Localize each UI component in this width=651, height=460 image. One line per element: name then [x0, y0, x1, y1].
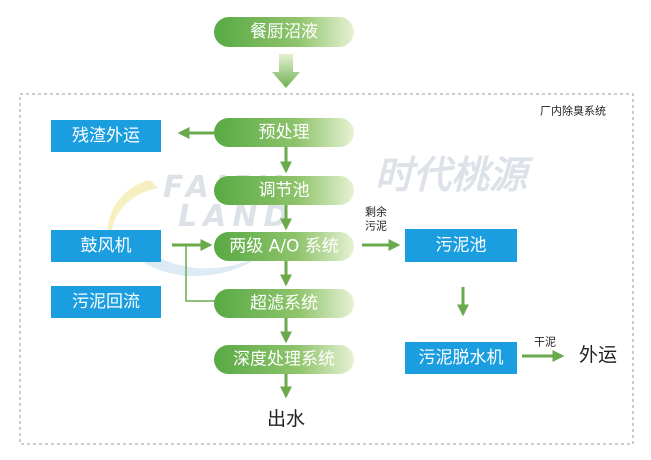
box-sludge-dewatering-label: 污泥脱水机	[419, 348, 504, 368]
node-input-label: 餐厨沼液	[250, 22, 318, 42]
node-equalization-label: 调节池	[259, 181, 310, 201]
edge-label-dry-sludge: 干泥	[534, 336, 556, 349]
plant-boundary	[19, 93, 634, 445]
node-ultrafiltration-label: 超滤系统	[250, 294, 318, 314]
box-sludge-tank-label: 污泥池	[436, 236, 487, 256]
node-effluent: 出水	[267, 408, 305, 430]
box-blower-label: 鼓风机	[81, 236, 132, 256]
node-advanced-treatment: 深度处理系统	[214, 345, 354, 374]
node-input: 餐厨沼液	[214, 17, 354, 47]
connectors	[172, 54, 565, 399]
output-haul-out: 外运	[579, 344, 617, 366]
watermark-swoosh-2	[140, 250, 268, 277]
boundary-label: 厂内除臭系统	[540, 104, 606, 118]
arrow-input-to-pretreatment	[272, 54, 300, 88]
watermark-swoosh	[107, 180, 158, 262]
box-sludge-tank: 污泥池	[405, 229, 517, 262]
watermark-chinese: 时代桃源	[375, 153, 534, 197]
sludge-return-line	[185, 245, 216, 302]
node-ao-system-label: 两级 A/O 系统	[229, 237, 339, 257]
edge-label-excess-sludge-line2: 污泥	[365, 220, 387, 233]
box-sludge-dewatering: 污泥脱水机	[405, 342, 517, 374]
box-residue-label: 残渣外运	[72, 126, 140, 146]
node-equalization: 调节池	[214, 176, 354, 205]
node-ao-system: 两级 A/O 系统	[214, 232, 354, 261]
box-blower: 鼓风机	[51, 230, 161, 262]
node-ultrafiltration: 超滤系统	[214, 289, 354, 318]
edge-label-excess-sludge-line1: 剩余	[365, 205, 387, 219]
node-pretreatment: 预处理	[214, 118, 354, 147]
box-residue: 残渣外运	[51, 120, 161, 152]
box-sludge-return: 污泥回流	[51, 286, 161, 318]
node-pretreatment-label: 预处理	[259, 123, 310, 143]
node-advanced-treatment-label: 深度处理系统	[233, 350, 335, 370]
box-sludge-return-label: 污泥回流	[72, 292, 140, 312]
